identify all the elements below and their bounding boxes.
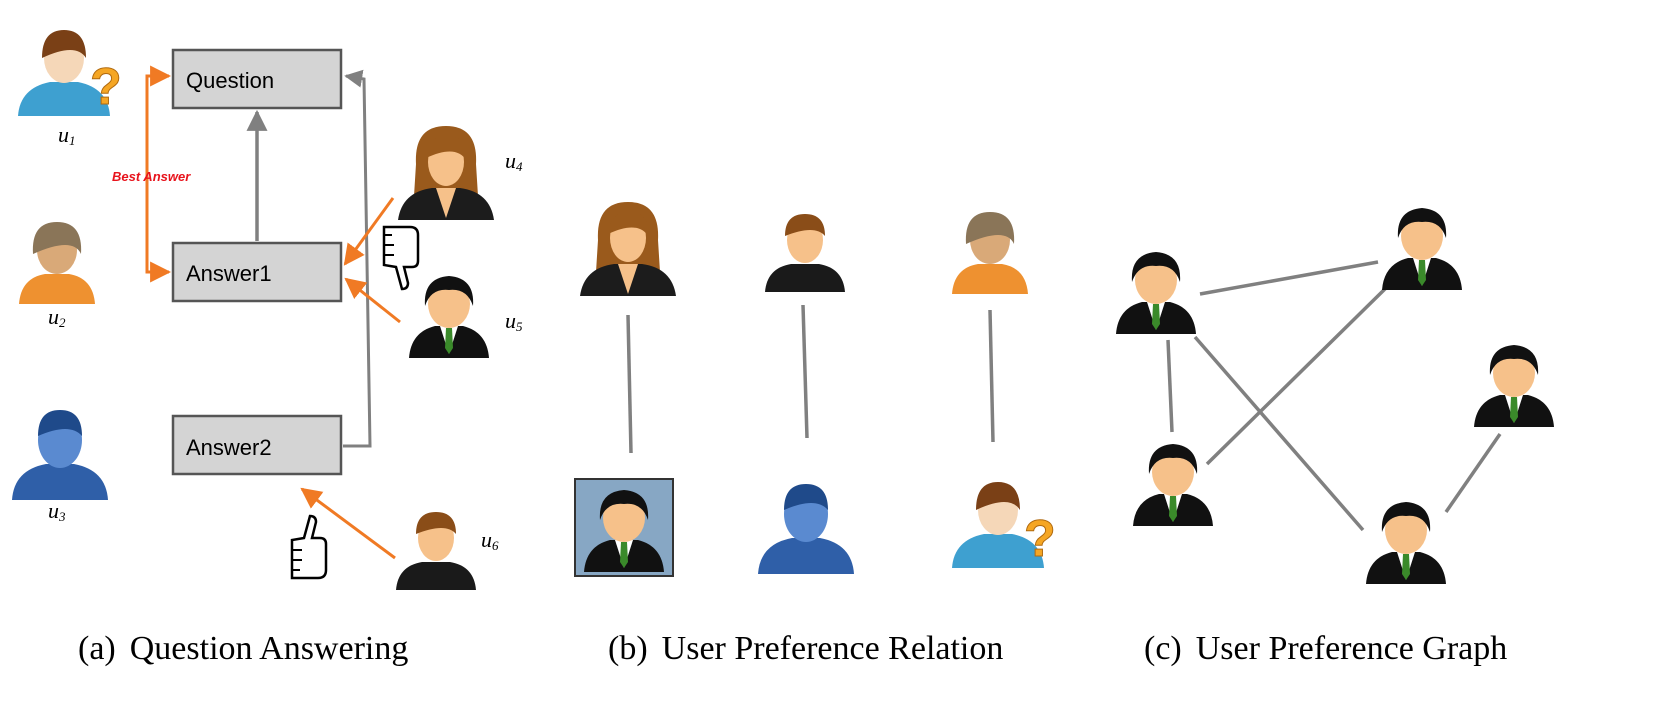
svg-text:Question: Question xyxy=(186,68,274,93)
caption-c: (c)User Preference Graph xyxy=(1144,630,1507,667)
u5-vote-arrow xyxy=(344,277,401,324)
user-u5-label: u5 xyxy=(505,308,523,334)
caption-a: (a)Question Answering xyxy=(78,630,408,667)
graph-node-3 xyxy=(1474,345,1554,427)
relation-top-woman xyxy=(580,202,676,296)
question-box: Question xyxy=(171,48,343,110)
u6-vote-arrow xyxy=(300,487,396,560)
user-u1-label: u1 xyxy=(58,122,76,148)
user-u6-label: u6 xyxy=(481,527,499,553)
caption-b: (b)User Preference Relation xyxy=(608,630,1003,667)
panel-user-preference-graph xyxy=(1116,208,1554,584)
answer1-box: Answer1 xyxy=(171,241,343,303)
answer2-box: Answer2 xyxy=(171,414,343,476)
relation-top-man xyxy=(765,214,845,292)
thumbs-up-icon xyxy=(290,514,328,580)
user-u2-label: u2 xyxy=(48,304,66,330)
user-u2-avatar xyxy=(19,222,95,304)
graph-node-1 xyxy=(1116,252,1196,334)
user-u3-avatar xyxy=(12,410,108,500)
relation-link-3 xyxy=(988,309,995,443)
relation-link-2 xyxy=(801,304,809,439)
answer2-to-question-arrow xyxy=(343,69,372,448)
panel-user-preference-relation xyxy=(574,202,1057,577)
graph-node-5 xyxy=(1366,502,1446,584)
best-answer-label: Best Answer xyxy=(112,169,191,184)
panel-question-answering: Question Answer1 Answer2 Best Answer xyxy=(12,29,523,590)
graph-edge-1 xyxy=(1199,260,1379,296)
graph-node-2 xyxy=(1382,208,1462,290)
relation-link-1 xyxy=(626,314,633,454)
user-u4-label: u4 xyxy=(505,148,523,174)
thumbs-down-icon xyxy=(382,225,420,291)
user-u1-avatar xyxy=(17,29,123,117)
user-u6-avatar xyxy=(396,512,476,590)
svg-text:Answer2: Answer2 xyxy=(186,435,272,460)
user-u3-label: u3 xyxy=(48,498,66,524)
svg-text:Answer1: Answer1 xyxy=(186,261,272,286)
u4-vote-arrow xyxy=(343,197,395,266)
best-answer-bracket: Best Answer xyxy=(112,65,191,283)
user-u5-avatar xyxy=(409,276,489,358)
relation-top-orange xyxy=(952,212,1028,294)
graph-edge-3 xyxy=(1193,335,1365,532)
relation-bottom-blue xyxy=(758,484,854,574)
graph-edge-4 xyxy=(1205,284,1390,466)
graph-node-4 xyxy=(1133,444,1213,526)
relation-bottom-biz xyxy=(574,478,674,577)
relation-bottom-ask xyxy=(951,481,1057,569)
graph-edge-2 xyxy=(1166,339,1174,433)
user-u4-avatar xyxy=(398,126,494,220)
graph-edge-5 xyxy=(1444,433,1502,513)
